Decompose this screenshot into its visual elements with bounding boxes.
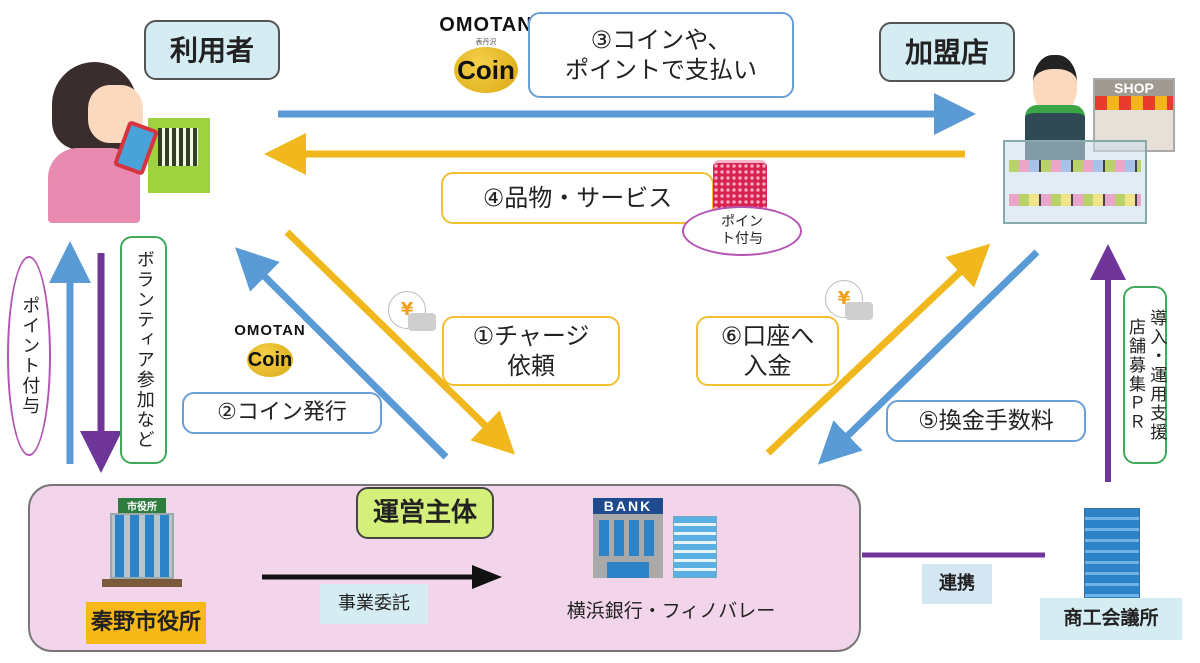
step3-payment-label: ③コインや、 ポイントで支払い bbox=[528, 12, 794, 98]
money-bag-icon: ¥ bbox=[386, 283, 436, 333]
volunteer-label: ボランティア参加など bbox=[120, 236, 167, 464]
role-label-user: 利用者 bbox=[144, 20, 280, 80]
point-grant-left-label: ポイント付与 bbox=[7, 256, 51, 456]
coin-icon: Coin bbox=[454, 47, 518, 93]
step2-coin-issue-label: ②コイン発行 bbox=[182, 392, 382, 434]
commission-label: 事業委託 bbox=[320, 584, 428, 624]
step6-deposit-label: ⑥口座へ 入金 bbox=[696, 316, 839, 386]
arrow-commission bbox=[262, 565, 502, 589]
money-bag-icon: ¥ bbox=[823, 272, 873, 322]
step1-charge-label: ①チャージ 依頼 bbox=[442, 316, 620, 386]
point-grant-gift-label: ポイン ト付与 bbox=[682, 206, 802, 256]
arrow-deposit bbox=[765, 243, 991, 456]
step5-fee-label: ⑤換金手数料 bbox=[886, 400, 1086, 442]
omotan-subtitle: 表丹沢 bbox=[475, 38, 497, 46]
coin-icon-small: Coin bbox=[247, 343, 293, 377]
step4-goods-label: ④品物・サービス bbox=[441, 172, 714, 224]
shop-awning bbox=[1095, 96, 1173, 110]
support-label: 導入・運用支援 店舗募集ＰＲ bbox=[1123, 286, 1167, 464]
merchant-illustration: SHOP bbox=[995, 50, 1180, 225]
role-label-operator: 運営主体 bbox=[356, 487, 494, 539]
qr-stand bbox=[148, 118, 210, 193]
city-hall-sign: 市役所 bbox=[118, 498, 166, 513]
role-label-merchant: 加盟店 bbox=[879, 22, 1015, 82]
bank-sign: BANK bbox=[593, 498, 663, 514]
chamber-building-icon bbox=[1084, 508, 1140, 602]
shop-building-icon: SHOP bbox=[1093, 78, 1175, 152]
display-case bbox=[1003, 140, 1147, 224]
omotan-logo-small: OMOTAN bbox=[234, 322, 306, 339]
bank-building-icon: BANK bbox=[593, 498, 723, 578]
city-hall-building-icon: 市役所 bbox=[102, 498, 182, 587]
omotan-logo: OMOTAN bbox=[439, 14, 533, 36]
shop-sign: SHOP bbox=[1095, 80, 1173, 96]
chamber-label: 商工会議所 bbox=[1040, 598, 1182, 640]
coin-logo-issue: OMOTAN Coin bbox=[222, 322, 318, 377]
qr-code-icon bbox=[158, 128, 198, 166]
arrow-coin-issue bbox=[235, 247, 449, 460]
partnership-label: 連携 bbox=[922, 564, 992, 604]
arrow-charge bbox=[284, 229, 516, 455]
city-hall-label: 秦野市役所 bbox=[86, 602, 206, 644]
user-illustration bbox=[40, 60, 220, 225]
gift-box-icon bbox=[713, 160, 767, 211]
coin-logo-payment: OMOTAN 表丹沢 Coin bbox=[418, 14, 554, 93]
office-building-icon bbox=[673, 516, 717, 578]
bank-label: 横浜銀行・フィノバレー bbox=[566, 600, 776, 622]
arrow-fee bbox=[817, 249, 1040, 465]
